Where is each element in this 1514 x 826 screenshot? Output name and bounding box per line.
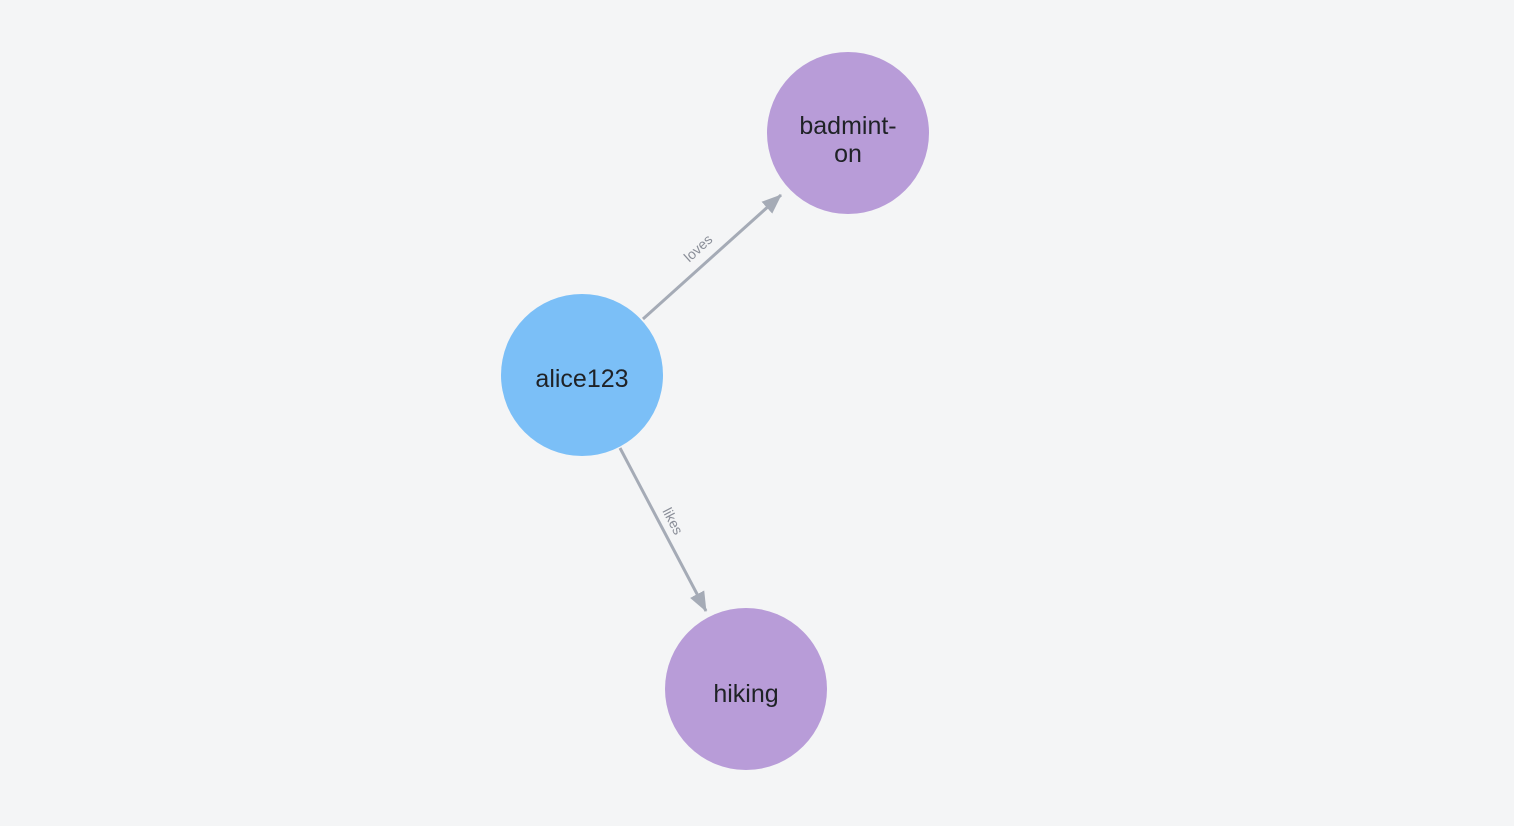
edge-likes-line xyxy=(618,447,708,612)
node-alice123-circle xyxy=(501,294,663,456)
node-hiking-circle xyxy=(665,608,827,770)
node-alice123[interactable]: alice123 xyxy=(501,294,663,456)
node-badminton[interactable]: badmint- on xyxy=(767,52,929,214)
edge-loves-line xyxy=(641,193,783,321)
edge-likes[interactable]: likes xyxy=(618,447,708,612)
edge-loves[interactable]: loves xyxy=(641,193,783,321)
node-hiking[interactable]: hiking xyxy=(665,608,827,770)
node-badminton-circle xyxy=(767,52,929,214)
